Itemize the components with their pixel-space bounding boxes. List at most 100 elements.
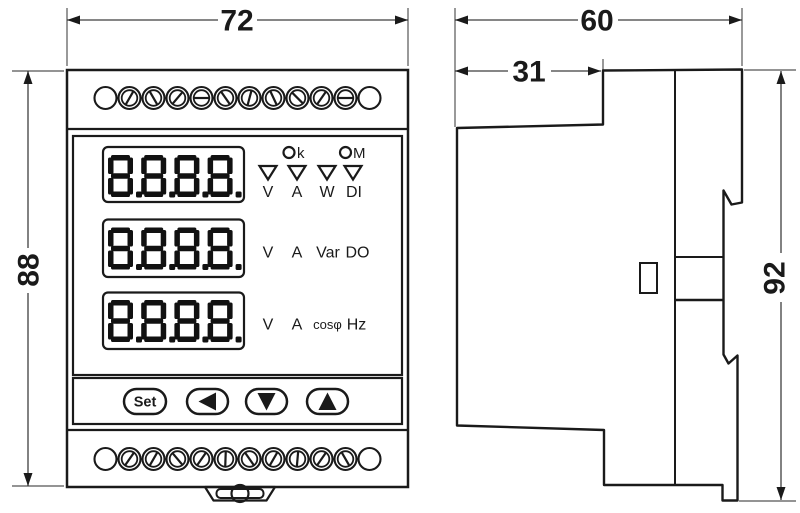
seven-segment-digit bbox=[108, 155, 133, 197]
device-side-outline bbox=[455, 68, 744, 502]
seven-segment-digit bbox=[141, 155, 167, 197]
terminal-screw-icon bbox=[213, 446, 238, 472]
unit-label: W bbox=[319, 184, 335, 201]
left-button bbox=[185, 387, 230, 416]
arrowhead-down bbox=[776, 487, 786, 500]
terminal-screw-icon bbox=[117, 446, 142, 472]
unit-label: DO bbox=[346, 245, 370, 262]
down-arrow-icon bbox=[257, 393, 276, 411]
decimal-point bbox=[235, 264, 242, 270]
unit-label: DI bbox=[346, 184, 362, 201]
button-band-outline bbox=[71, 376, 404, 426]
dim-label-88: 88 bbox=[13, 253, 46, 286]
terminal-screw-icon bbox=[165, 446, 190, 472]
terminal-screw-icon bbox=[285, 446, 310, 472]
led-arrow-indicator bbox=[342, 164, 364, 182]
din-tab-slot bbox=[215, 488, 265, 499]
lcd-display-3 bbox=[101, 291, 246, 351]
arrowhead-down bbox=[23, 473, 33, 486]
button-row: Set bbox=[71, 376, 404, 426]
seven-segment-digit bbox=[174, 227, 200, 270]
unit-label-cosphi: cosφ bbox=[313, 317, 342, 332]
led-arrow-indicator bbox=[286, 164, 308, 182]
terminal-screw-icon bbox=[213, 85, 238, 111]
seven-segment-digit bbox=[207, 300, 233, 342]
side-detail-rect bbox=[639, 262, 658, 294]
lcd-display-2 bbox=[101, 218, 246, 279]
decimal-point bbox=[169, 264, 176, 270]
terminal-screw-icon bbox=[309, 85, 334, 111]
dim-side-depth: 60 bbox=[455, 5, 742, 38]
display-3-digits bbox=[108, 300, 242, 343]
dim-side-height: 92 bbox=[759, 71, 792, 500]
arrowhead-up bbox=[23, 71, 33, 84]
decimal-point bbox=[136, 336, 142, 343]
top-terminal-row bbox=[93, 85, 382, 111]
decimal-point bbox=[235, 191, 242, 198]
unit-label: A bbox=[292, 317, 303, 334]
mega-label: M bbox=[353, 145, 366, 162]
decimal-point bbox=[169, 191, 176, 198]
terminal-screw-icon bbox=[189, 85, 214, 111]
seven-segment-digit bbox=[141, 227, 167, 270]
terminal-hole bbox=[357, 85, 382, 111]
unit-label: V bbox=[263, 184, 274, 201]
dim-label-60: 60 bbox=[580, 5, 613, 38]
up-arrow-icon bbox=[318, 392, 337, 410]
arrowhead-right bbox=[729, 15, 742, 25]
decimal-point bbox=[202, 336, 209, 343]
dim-front-width: 72 bbox=[67, 5, 408, 38]
unit-label: A bbox=[292, 184, 303, 201]
side-view bbox=[455, 68, 744, 502]
terminal-screw-icon bbox=[309, 446, 334, 472]
left-arrow-icon bbox=[198, 392, 216, 411]
terminal-screw-icon bbox=[333, 446, 358, 472]
decimal-point bbox=[202, 191, 209, 198]
terminal-hole bbox=[93, 85, 118, 111]
decimal-point bbox=[136, 264, 142, 270]
terminal-screw-icon bbox=[261, 446, 286, 472]
display-2-digits bbox=[108, 227, 242, 270]
set-button-label: Set bbox=[134, 395, 157, 411]
terminal-hole bbox=[93, 446, 118, 472]
arrowhead-right bbox=[395, 15, 408, 25]
led-arrow-indicator bbox=[316, 164, 338, 182]
arrowhead-up bbox=[776, 71, 786, 84]
led-arrow-indicator bbox=[257, 164, 279, 182]
terminal-screw-icon bbox=[165, 85, 190, 111]
unit-label: A bbox=[292, 245, 303, 262]
terminal-screw-icon bbox=[141, 85, 166, 111]
seven-segment-digit bbox=[108, 227, 133, 270]
terminal-hole bbox=[357, 446, 382, 472]
down-button bbox=[244, 387, 289, 416]
kilo-label: k bbox=[297, 145, 305, 162]
led-circle-kilo bbox=[282, 145, 296, 160]
din-tab-circle bbox=[230, 483, 250, 504]
arrowhead-left bbox=[455, 66, 468, 76]
terminal-screw-icon bbox=[333, 85, 358, 111]
decimal-point bbox=[235, 336, 242, 343]
lcd-display-1 bbox=[101, 145, 246, 204]
dimension-annotations: 72 88 60 31 bbox=[12, 5, 796, 502]
set-button bbox=[122, 387, 168, 416]
decimal-point bbox=[136, 191, 142, 198]
unit-label: Hz bbox=[347, 317, 367, 334]
din-tab-outline bbox=[203, 485, 277, 502]
front-view: k M V A W DI V A Var DO V bbox=[65, 68, 410, 504]
din-clip-tab bbox=[203, 483, 277, 504]
seven-segment-digit bbox=[207, 155, 233, 197]
terminal-screw-icon bbox=[261, 85, 286, 111]
decimal-point bbox=[169, 336, 176, 343]
dim-side-front-depth: 31 bbox=[455, 56, 601, 89]
seven-segment-digit bbox=[141, 300, 167, 342]
arrowhead-right bbox=[588, 66, 601, 76]
seven-segment-digit bbox=[174, 155, 200, 197]
terminal-screw-icon bbox=[117, 85, 142, 111]
unit-label: Var bbox=[316, 245, 340, 262]
terminal-screw-icon bbox=[237, 446, 262, 472]
unit-label: V bbox=[263, 317, 274, 334]
up-button bbox=[305, 387, 350, 416]
dim-label-72: 72 bbox=[220, 5, 253, 38]
row3-unit-labels: V A cosφ Hz bbox=[263, 317, 367, 334]
